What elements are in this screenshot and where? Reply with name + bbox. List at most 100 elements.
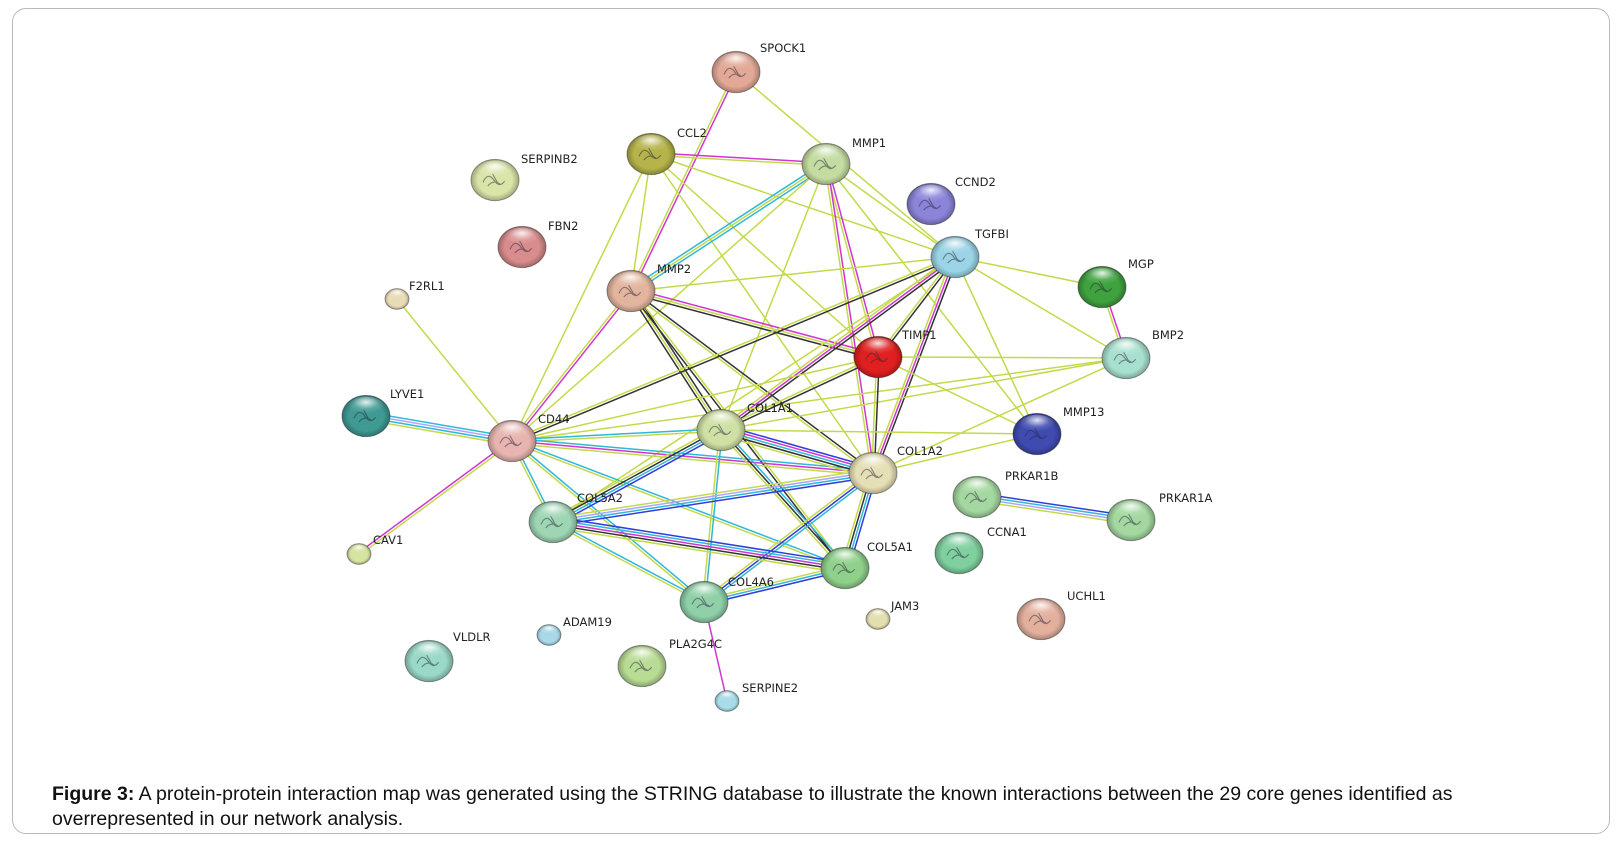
edge-line-homology	[552, 470, 873, 522]
node-label: CCL2	[677, 126, 707, 140]
edge-ccl2-mmp2	[630, 153, 652, 292]
edge-line-textmining	[511, 153, 652, 442]
node-col4a6[interactable]: COL4A6	[679, 575, 774, 624]
node-label: PRKAR1A	[1159, 491, 1212, 505]
edge-line-textmining	[510, 289, 631, 441]
edge-line-textmining	[872, 433, 1038, 474]
edge-timp1-col1a1	[720, 355, 879, 432]
edge-spock1-mmp2	[629, 71, 738, 292]
edge-mmp2-tgfbi	[630, 256, 956, 292]
edge-ccl2-col1a2	[650, 153, 874, 474]
node-col1a2[interactable]: COL1A2	[848, 444, 943, 495]
node-adam19[interactable]: ADAM19	[536, 615, 612, 646]
edge-ccl2-timp1	[650, 153, 879, 358]
edge-col1a1-mmp13	[720, 429, 1038, 435]
edge-mmp1-mmp2	[629, 161, 828, 294]
node-label: F2RL1	[409, 279, 445, 293]
edge-tgfbi-mgp	[954, 256, 1103, 288]
edge-bmp2-cd44	[511, 357, 1127, 442]
node-ccna1[interactable]: CCNA1	[934, 525, 1027, 575]
edge-tgfbi-col1a2	[869, 255, 959, 475]
node-tgfbi[interactable]: TGFBI	[930, 227, 1009, 279]
edge-line-experiments	[721, 426, 874, 472]
edge-timp1-cd44	[511, 356, 879, 442]
edge-line-textmining	[877, 356, 1038, 435]
node-label: CCNA1	[987, 525, 1027, 539]
node-highlight	[860, 337, 896, 357]
edge-line-coexpression	[721, 357, 879, 432]
edge-line-textmining	[720, 355, 878, 430]
node-mmp1[interactable]: MMP1	[801, 136, 886, 186]
node-col5a1[interactable]: COL5A1	[820, 540, 913, 590]
node-label: SERPINE2	[742, 681, 798, 695]
node-lyve1[interactable]: LYVE1	[341, 387, 424, 438]
edge-line-experiments	[511, 440, 874, 474]
node-col1a1[interactable]: COL1A1	[696, 401, 793, 452]
node-ccnd2[interactable]: CCND2	[906, 175, 996, 226]
node-prkar1b[interactable]: PRKAR1B	[952, 469, 1058, 519]
node-highlight	[686, 582, 722, 602]
edge-line-textmining	[630, 153, 652, 292]
node-mmp13[interactable]: MMP13	[1012, 405, 1104, 456]
node-vldlr[interactable]: VLDLR	[404, 630, 491, 683]
edge-line-experiments	[631, 72, 738, 292]
node-highlight	[624, 646, 660, 666]
edge-mmp1-mmp13	[825, 163, 1038, 435]
node-highlight	[540, 625, 558, 635]
edge-mmp2-col1a1	[628, 289, 724, 432]
node-label: VLDLR	[453, 630, 491, 644]
node-uchl1[interactable]: UCHL1	[1016, 589, 1106, 641]
edge-line-textmining	[703, 564, 845, 601]
node-cav1[interactable]: CAV1	[346, 533, 403, 565]
edge-mmp1-col1a1	[720, 163, 827, 431]
edge-line-experiments	[872, 256, 956, 474]
node-bmp2[interactable]: BMP2	[1101, 328, 1184, 380]
edge-line-textmining	[869, 255, 954, 473]
edge-line-textmining	[718, 431, 844, 571]
edge-col1a2-mmp13	[872, 433, 1038, 474]
edge-line-textmining	[511, 357, 1127, 442]
edge-line-databases	[512, 437, 874, 472]
node-highlight	[941, 533, 977, 553]
edge-line-coexpression	[552, 523, 845, 572]
edge-line-textmining	[630, 290, 722, 431]
edge-line-experiments	[720, 256, 956, 431]
edges-layer	[357, 71, 1132, 702]
edge-line-textmining	[825, 163, 956, 258]
node-col5a2[interactable]: COL5A2	[528, 491, 623, 544]
node-fbn2[interactable]: FBN2	[497, 219, 578, 269]
node-label: ADAM19	[563, 615, 612, 629]
edge-ccl2-cd44	[511, 153, 652, 442]
node-spock1[interactable]: SPOCK1	[711, 41, 806, 94]
node-label: LYVE1	[390, 387, 424, 401]
edge-line-neighborhood	[977, 492, 1132, 517]
node-prkar1a[interactable]: PRKAR1A	[1106, 491, 1212, 542]
edge-line-textmining	[629, 291, 873, 475]
node-pla2g4c[interactable]: PLA2G4C	[617, 637, 722, 688]
node-serpine2[interactable]: SERPINE2	[714, 681, 798, 712]
node-highlight	[1019, 414, 1055, 434]
edge-line-databases	[553, 430, 722, 524]
edge-line-experiments	[357, 439, 512, 554]
node-jam3[interactable]: JAM3	[865, 599, 919, 630]
edge-line-databases	[722, 427, 848, 567]
node-ccl2[interactable]: CCL2	[626, 126, 707, 176]
edge-line-databases	[511, 427, 721, 441]
edge-line-textmining	[550, 425, 720, 520]
node-f2rl1[interactable]: F2RL1	[384, 279, 445, 310]
node-label: MMP2	[657, 262, 691, 276]
node-label: COL1A1	[747, 401, 793, 415]
edge-line-coexpression	[720, 431, 873, 477]
node-cd44[interactable]: CD44	[487, 412, 570, 463]
node-label: CCND2	[955, 175, 996, 189]
node-timp1[interactable]: TIMP1	[853, 328, 937, 379]
edge-col5a2-col4a6	[552, 520, 705, 604]
edge-line-coexpression	[512, 257, 956, 443]
edge-line-textmining	[823, 164, 873, 474]
node-mmp2[interactable]: MMP2	[606, 262, 691, 313]
edge-line-databases	[629, 161, 825, 290]
edge-col1a1-col1a2	[719, 424, 875, 479]
node-serpinb2[interactable]: SERPINB2	[470, 152, 578, 202]
node-label: MMP13	[1063, 405, 1104, 419]
node-mgp[interactable]: MGP	[1077, 257, 1154, 309]
